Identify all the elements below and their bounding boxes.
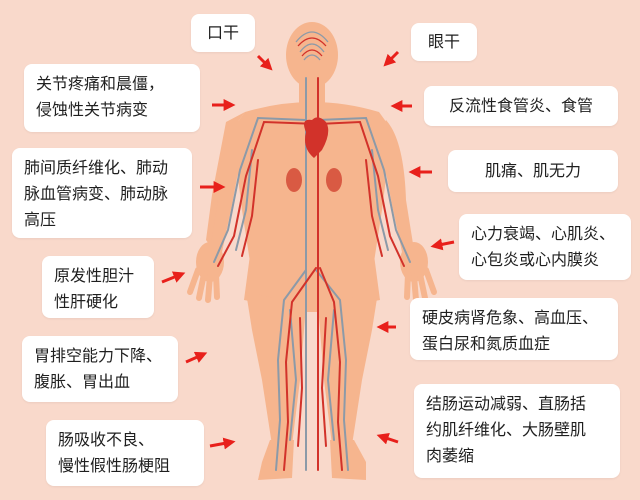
label-mouth: 口干 [191,14,255,52]
body-silhouette [187,22,437,480]
heart-organ [304,117,329,158]
arrow-intestine [209,437,236,450]
pointer-arrows [161,50,455,450]
arrow-heart [430,238,455,251]
brain-vessels [295,31,329,61]
label-lungs: 肺间质纤维化、肺动 脉血管病变、肺动脉 高压 [12,148,192,238]
arrow-mouth [256,54,273,71]
label-joints: 关节疼痛和晨僵， 侵蚀性关节病变 [24,64,200,132]
label-esophagus: 反流性食管炎、食管 [424,86,618,126]
label-colon: 结肠运动减弱、直肠括 约肌纤维化、大肠壁肌 肉萎缩 [414,384,620,478]
label-heart: 心力衰竭、心肌炎、 心包炎或心内膜炎 [459,214,631,280]
label-muscles: 肌痛、肌无力 [448,150,618,192]
label-kidney: 硬皮病肾危象、高血压、 蛋白尿和氮质血症 [410,298,618,360]
left-kidney-organ [286,168,302,192]
arrow-liver [161,271,186,284]
label-eyes: 眼干 [411,23,477,61]
right-kidney-organ [326,168,342,192]
arrow-stomach [185,351,208,364]
label-liver: 原发性胆汁 性肝硬化 [42,256,154,318]
label-intestine: 肠吸收不良、 慢性假性肠梗阻 [46,420,204,486]
arrow-colon [376,432,399,445]
arrow-eyes [383,50,400,67]
label-stomach: 胃排空能力下降、 腹胀、胃出血 [22,336,178,402]
